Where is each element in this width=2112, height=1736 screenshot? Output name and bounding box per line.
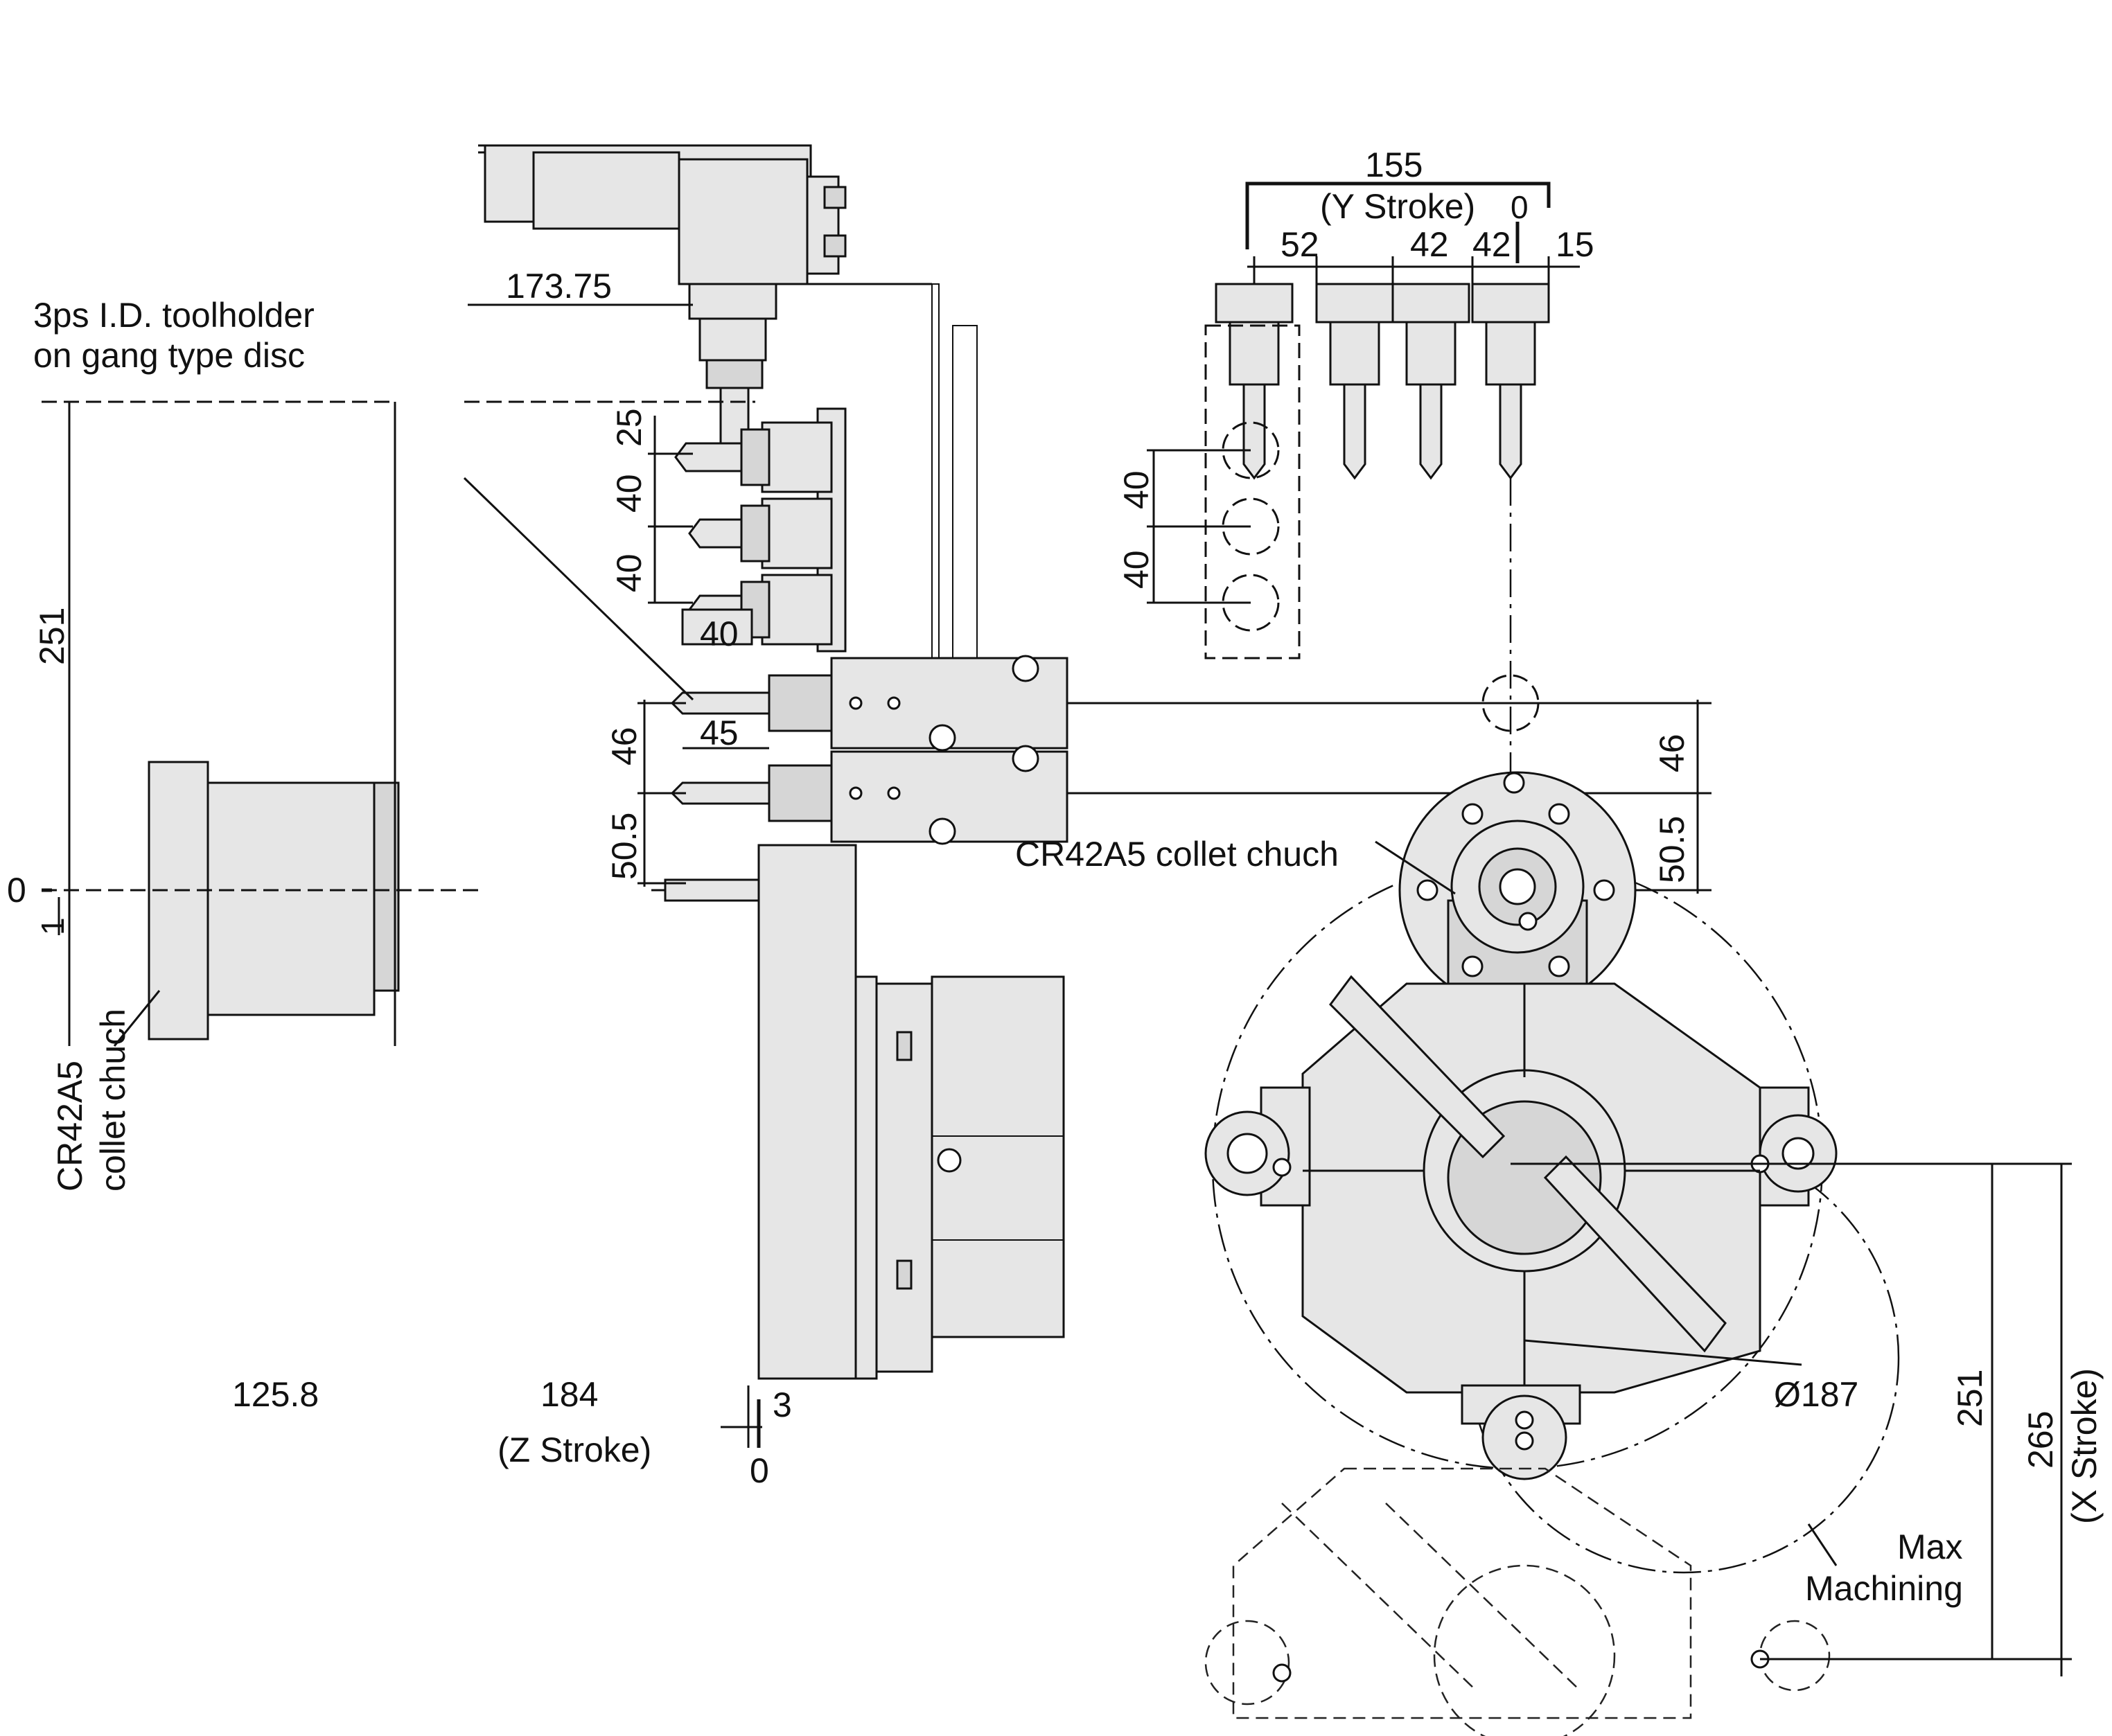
dim-1: 1 <box>35 917 71 935</box>
toolholder-note-line2: on gang type disc <box>33 336 305 375</box>
dim-25: 25 <box>610 408 649 447</box>
dim-15: 15 <box>1556 225 1594 264</box>
y-stroke-bracket <box>1245 181 1580 284</box>
collet-label: CR42A5 collet chuch <box>1015 835 1339 874</box>
dim-40-horiz: 40 <box>700 614 739 653</box>
tool-positions <box>1147 283 1550 659</box>
dim-46-left: 46 <box>605 727 644 765</box>
dim-125-8: 125.8 <box>232 1375 319 1414</box>
dim-42-b: 42 <box>1472 225 1511 264</box>
dia-187: Ø187 <box>1774 1375 1858 1414</box>
x-stroke: (X Stroke) <box>2065 1368 2104 1524</box>
left-collet-chuck <box>148 761 400 1040</box>
turret-disc-side <box>651 844 1065 1380</box>
ghost-turret-position <box>1204 1467 1831 1736</box>
top-spindle-unit <box>478 144 847 452</box>
dim-50-5-left: 50.5 <box>605 813 644 880</box>
max-machining-line1: Max <box>1897 1527 1962 1566</box>
dim-265: 265 <box>2021 1411 2060 1469</box>
x-stroke-dims <box>1375 840 2072 1676</box>
z-stroke: (Z Stroke) <box>498 1431 651 1469</box>
dim-251-left: 251 <box>33 608 71 665</box>
zero-top: 0 <box>1511 189 1529 225</box>
reference-lines <box>1067 478 1711 894</box>
dim-173-75: 173.75 <box>506 267 612 305</box>
collet-chuck-head <box>1398 771 1637 1020</box>
dim-52: 52 <box>1281 225 1319 264</box>
dim-40-front-b: 40 <box>1117 550 1156 589</box>
gang-toolholder <box>674 407 847 653</box>
dim-40-a: 40 <box>610 474 649 513</box>
turret-tool-blocks <box>670 655 1068 845</box>
dim-46-right: 46 <box>1653 734 1691 772</box>
chuck-label-line2: collet chuch <box>94 1009 132 1192</box>
toolholder-note-line1: 3ps I.D. toolholder <box>33 296 315 335</box>
side-view: 3ps I.D. toolholder on gang type disc 17… <box>7 144 1068 1490</box>
dim-3: 3 <box>773 1385 792 1424</box>
zero-bottom: 0 <box>750 1451 769 1490</box>
front-view: 155 (Y Stroke) 0 52 42 42 15 40 40 46 50… <box>1015 145 2104 1736</box>
dim-155: 155 <box>1365 145 1423 184</box>
dim-42-a: 42 <box>1410 225 1449 264</box>
dim-45: 45 <box>700 714 739 752</box>
chuck-label-line1: CR42A5 <box>51 1061 89 1192</box>
y-stroke: (Y Stroke) <box>1320 187 1475 226</box>
dim-184: 184 <box>540 1375 598 1414</box>
octagonal-turret <box>1204 975 1838 1480</box>
side-dimension-lines <box>42 303 769 1448</box>
dim-251-right: 251 <box>1951 1370 1989 1427</box>
dim-50-5-right: 50.5 <box>1653 816 1691 883</box>
max-machining-line2: Machining <box>1805 1569 1963 1608</box>
dim-40-b: 40 <box>610 553 649 592</box>
zero-left: 0 <box>7 871 26 910</box>
dim-40-front-a: 40 <box>1117 470 1156 509</box>
